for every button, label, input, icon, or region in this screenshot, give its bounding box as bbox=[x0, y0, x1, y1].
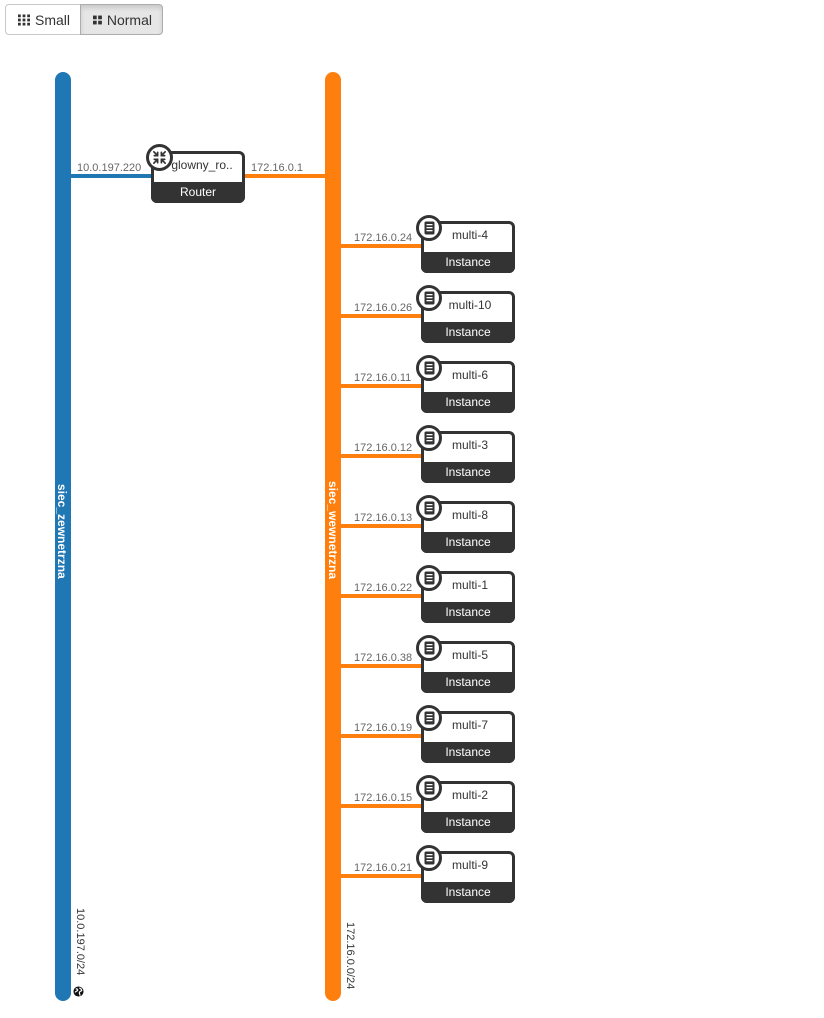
grid-large-icon bbox=[93, 15, 102, 24]
instance-type-label: Instance bbox=[421, 742, 515, 763]
instance-name: multi-4 bbox=[451, 228, 488, 242]
instance-link bbox=[341, 594, 423, 598]
network-cidr-external: 10.0.197.0/24 bbox=[74, 908, 86, 976]
instance-name: multi-10 bbox=[448, 298, 492, 312]
network-bar-internal[interactable] bbox=[325, 72, 341, 1001]
instance-link bbox=[341, 734, 423, 738]
instance-type-label: Instance bbox=[421, 532, 515, 553]
view-size-toggle: Small Normal bbox=[5, 4, 163, 35]
instance-type-label: Instance bbox=[421, 322, 515, 343]
router-link-internal bbox=[243, 174, 326, 178]
instance-name: multi-6 bbox=[451, 368, 488, 382]
server-icon bbox=[416, 845, 442, 871]
grid-small-icon bbox=[18, 13, 30, 26]
router-link-external bbox=[71, 174, 153, 178]
instance-link bbox=[341, 874, 423, 878]
normal-view-button[interactable]: Normal bbox=[80, 4, 163, 35]
network-name-internal: siec_wewnetrzna bbox=[326, 481, 340, 580]
network-bar-external[interactable] bbox=[55, 72, 71, 1001]
instance-ip: 172.16.0.11 bbox=[354, 372, 412, 384]
instance-name: multi-3 bbox=[451, 438, 488, 452]
instance-link bbox=[341, 314, 423, 318]
server-icon bbox=[416, 775, 442, 801]
instance-link bbox=[341, 454, 423, 458]
network-cidr-internal: 172.16.0.0/24 bbox=[344, 922, 356, 990]
server-icon bbox=[416, 355, 442, 381]
router-name: glowny_ro.. bbox=[171, 158, 233, 172]
instance-name: multi-8 bbox=[451, 508, 488, 522]
small-view-button[interactable]: Small bbox=[5, 4, 81, 35]
instance-link bbox=[341, 804, 423, 808]
instance-name: multi-2 bbox=[451, 788, 488, 802]
instance-ip: 172.16.0.24 bbox=[354, 232, 413, 244]
router-node[interactable]: glowny_ro.. Router bbox=[151, 151, 245, 203]
instance-name: multi-1 bbox=[451, 578, 488, 592]
server-icon bbox=[416, 565, 442, 591]
instance-type-label: Instance bbox=[421, 602, 515, 623]
instance-ip: 172.16.0.22 bbox=[354, 582, 413, 594]
globe-icon bbox=[73, 986, 84, 997]
server-icon bbox=[416, 425, 442, 451]
instance-link bbox=[341, 524, 423, 528]
small-view-label: Small bbox=[34, 11, 70, 28]
server-icon bbox=[416, 215, 442, 241]
instance-type-label: Instance bbox=[421, 462, 515, 483]
instance-type-label: Instance bbox=[421, 672, 515, 693]
router-external-ip: 10.0.197.220 bbox=[77, 162, 142, 174]
instance-ip: 172.16.0.12 bbox=[354, 442, 413, 454]
instance-link bbox=[341, 384, 423, 388]
instance-type-label: Instance bbox=[421, 812, 515, 833]
instance-ip: 172.16.0.38 bbox=[354, 652, 413, 664]
server-icon bbox=[416, 495, 442, 521]
router-type-label: Router bbox=[151, 182, 245, 203]
instance-ip: 172.16.0.15 bbox=[354, 792, 413, 804]
instance-ip: 172.16.0.26 bbox=[354, 302, 413, 314]
instance-link bbox=[341, 664, 423, 668]
instance-ip: 172.16.0.19 bbox=[354, 722, 413, 734]
instance-ip: 172.16.0.13 bbox=[354, 512, 413, 524]
router-internal-ip: 172.16.0.1 bbox=[251, 162, 303, 174]
instance-name: multi-5 bbox=[451, 648, 488, 662]
instance-type-label: Instance bbox=[421, 252, 515, 273]
server-icon bbox=[416, 705, 442, 731]
normal-view-label: Normal bbox=[106, 11, 152, 28]
instance-name: multi-9 bbox=[451, 858, 488, 872]
instance-link bbox=[341, 244, 423, 248]
network-name-external: siec_zewnetrzna bbox=[55, 484, 69, 579]
instance-type-label: Instance bbox=[421, 882, 515, 903]
instance-name: multi-7 bbox=[451, 718, 488, 732]
server-icon bbox=[416, 635, 442, 661]
instance-ip: 172.16.0.21 bbox=[354, 862, 413, 874]
instance-type-label: Instance bbox=[421, 392, 515, 413]
server-icon bbox=[416, 285, 442, 311]
router-icon bbox=[146, 144, 173, 171]
